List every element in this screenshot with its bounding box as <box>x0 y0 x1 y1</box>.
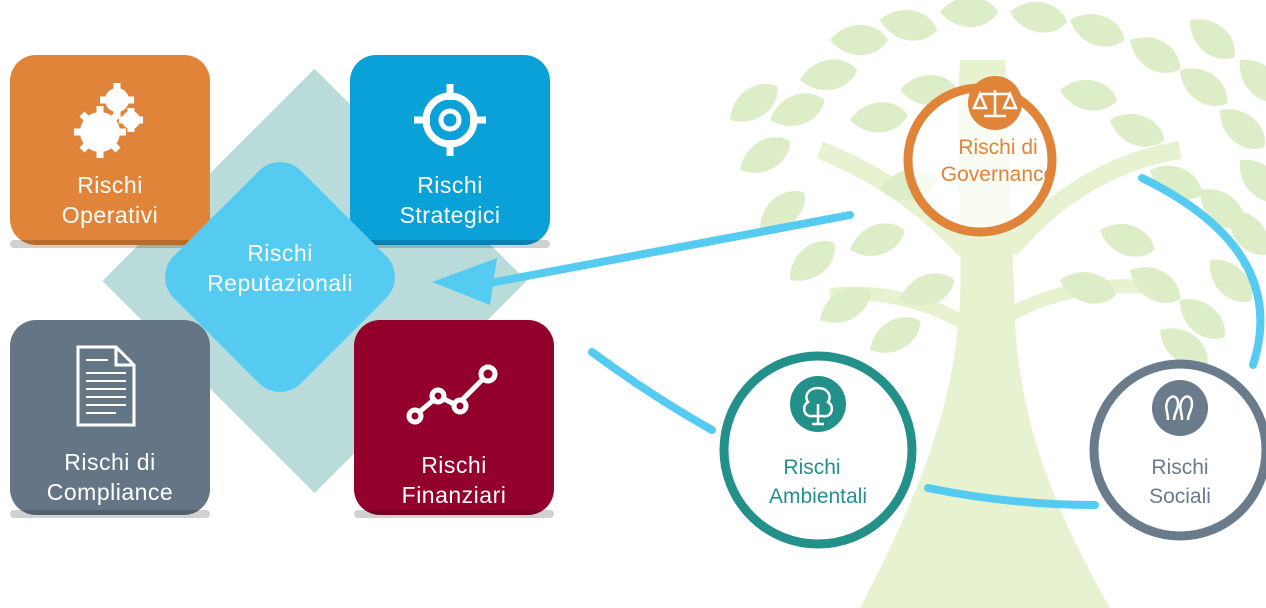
sociali-line2: Sociali <box>1149 485 1211 508</box>
tree-icon <box>802 386 834 426</box>
tree-leaf <box>730 84 778 122</box>
tree-leaf <box>1209 259 1253 303</box>
tree-leaf <box>1110 114 1165 147</box>
card-operativi-shadow <box>10 240 210 248</box>
tree-leaf <box>1010 2 1068 33</box>
connectors <box>486 174 1265 509</box>
tree-leaf <box>1180 68 1228 106</box>
ambientali-line2: Ambientali <box>768 485 868 508</box>
reputazionali-diamond <box>165 162 395 392</box>
tree-leaf <box>1130 267 1181 303</box>
tree-leaf <box>759 191 805 231</box>
tree-leaf <box>740 137 791 173</box>
tree-leaf <box>850 102 908 133</box>
ambientali-line1: Rischi <box>783 456 841 479</box>
card-compliance-line2: Compliance <box>46 479 174 505</box>
card-compliance-shadow <box>10 510 210 518</box>
tree-leaf <box>770 93 825 126</box>
document-icon <box>76 345 136 427</box>
tree-leaf <box>940 0 998 27</box>
tree-leaf <box>1060 80 1118 111</box>
center-reputazionali-line1: Rischi <box>247 240 313 266</box>
card-finanziari-shadow <box>354 510 554 518</box>
governance-sociali-curve <box>1138 174 1265 369</box>
tree-leaf <box>789 241 835 281</box>
tree-trunk <box>860 60 1110 608</box>
tree-leaf <box>870 317 921 353</box>
governance-line1: Rischi di <box>958 136 1038 159</box>
ambientali-curve <box>588 348 716 434</box>
card-compliance-line1: Rischi di <box>64 449 156 475</box>
tree-leaf <box>1199 189 1245 229</box>
target-icon <box>414 84 486 156</box>
people-icon <box>1164 395 1194 421</box>
card-finanziari-line1: Rischi <box>421 452 487 478</box>
tree-leaf <box>1070 14 1125 47</box>
card-strategici-line1: Rischi <box>417 172 483 198</box>
tree-leaf <box>1219 109 1265 149</box>
card-compliance-bg <box>10 320 210 515</box>
tree-leaf <box>830 24 888 56</box>
card-operativi-bg <box>10 55 210 245</box>
tree-leaf <box>1160 328 1208 366</box>
card-operativi-line1: Rischi <box>77 172 143 198</box>
tree-leaf <box>800 59 858 90</box>
center-reputazionali-line2: Reputazionali <box>207 270 353 296</box>
tree-leaf <box>1239 159 1266 203</box>
tree-leaf <box>1130 37 1181 73</box>
tree-leaf <box>1060 272 1117 304</box>
tree-leaf <box>1100 224 1155 257</box>
tree-leaf <box>1179 299 1225 339</box>
arrow-head <box>432 258 497 305</box>
tree-leaf <box>850 223 905 256</box>
tree-leaf <box>900 273 955 306</box>
tree-leaf <box>820 287 871 323</box>
gears-icon <box>74 83 143 158</box>
sociali-line1: Rischi <box>1151 456 1209 479</box>
card-operativi-line2: Operativi <box>61 202 159 228</box>
tree-leaf <box>1239 59 1266 103</box>
scales-icon <box>972 90 1018 118</box>
sociali-circle <box>1089 359 1266 541</box>
card-finanziari-bg <box>354 320 554 515</box>
tree-leaf <box>880 10 938 41</box>
card-finanziari-line2: Finanziari <box>401 482 507 508</box>
background-tree <box>730 0 1266 608</box>
governance-line2: Governance <box>940 163 1056 186</box>
ambientali-circle <box>719 351 917 549</box>
ambientali-sociali-curve <box>924 484 1099 509</box>
trend-chart-icon <box>406 364 498 425</box>
card-strategici-shadow <box>350 240 550 248</box>
tree-branch <box>1003 141 1182 256</box>
tree-leaf <box>1189 19 1235 59</box>
governance-to-reputazionali-arrow-line <box>486 211 854 287</box>
card-strategici-line2: Strategici <box>399 202 501 228</box>
